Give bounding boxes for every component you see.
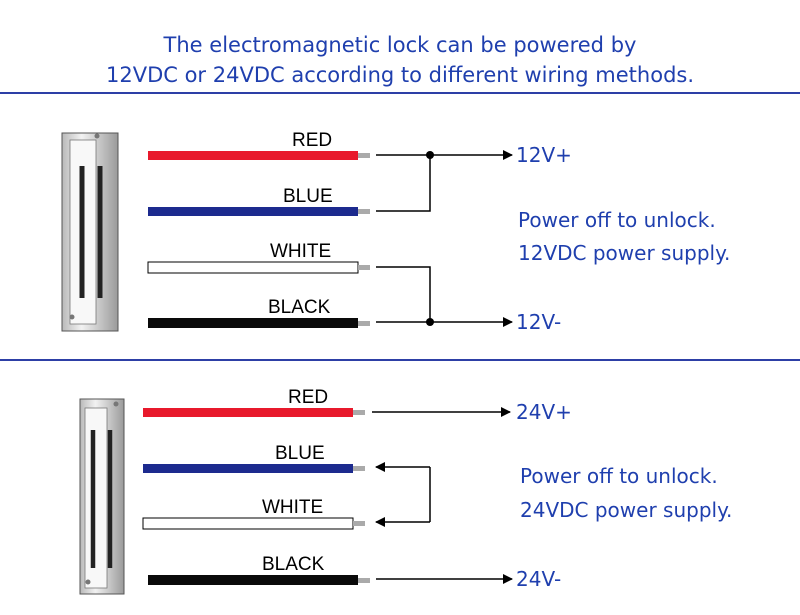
header-text: The electromagnetic lock can be powered … — [0, 30, 800, 90]
junction-dot-bottom — [426, 318, 434, 326]
label-white: WHITE — [262, 497, 323, 518]
header-line-2: 12VDC or 24VDC according to different wi… — [105, 63, 695, 87]
wire-white — [142, 517, 354, 530]
wire-blue — [148, 207, 358, 216]
diagram-12v: RED BLUE WHITE BLACK 12V+ 12V- Power off… — [61, 130, 730, 334]
label-black: BLACK — [268, 297, 331, 318]
wire-red — [148, 151, 358, 160]
label-white: WHITE — [270, 241, 331, 262]
wire-red — [143, 408, 353, 417]
magnetic-lock-icon — [61, 132, 119, 332]
label-blue: BLUE — [275, 443, 325, 464]
connection-lines — [372, 407, 513, 584]
wire-tips — [358, 153, 370, 326]
terminal-24v-negative: 24V- — [516, 567, 561, 591]
terminal-24v-positive: 24V+ — [516, 400, 572, 424]
wire-black — [148, 575, 358, 585]
wire-white — [147, 261, 359, 274]
terminal-12v-positive: 12V+ — [516, 143, 572, 167]
terminal-12v-negative: 12V- — [516, 310, 561, 334]
wire-black — [148, 318, 358, 328]
label-red: RED — [288, 387, 328, 408]
note-24v-line-2: 24VDC power supply. — [520, 498, 732, 522]
note-12v-line-1: Power off to unlock. — [518, 208, 716, 232]
header-line-1: The electromagnetic lock can be powered … — [163, 33, 637, 57]
wire-tips — [353, 410, 370, 583]
diagram-24v: RED BLUE WHITE BLACK 24V+ 24V- Power off… — [79, 387, 732, 595]
junction-dot-top — [426, 151, 434, 159]
note-12v-line-2: 12VDC power supply. — [518, 241, 730, 265]
connection-lines — [376, 150, 513, 327]
wire-blue — [143, 464, 353, 473]
label-black: BLACK — [262, 554, 325, 575]
magnetic-lock-icon — [79, 398, 125, 595]
note-24v-line-1: Power off to unlock. — [520, 464, 718, 488]
label-red: RED — [292, 130, 332, 151]
label-blue: BLUE — [283, 186, 333, 207]
